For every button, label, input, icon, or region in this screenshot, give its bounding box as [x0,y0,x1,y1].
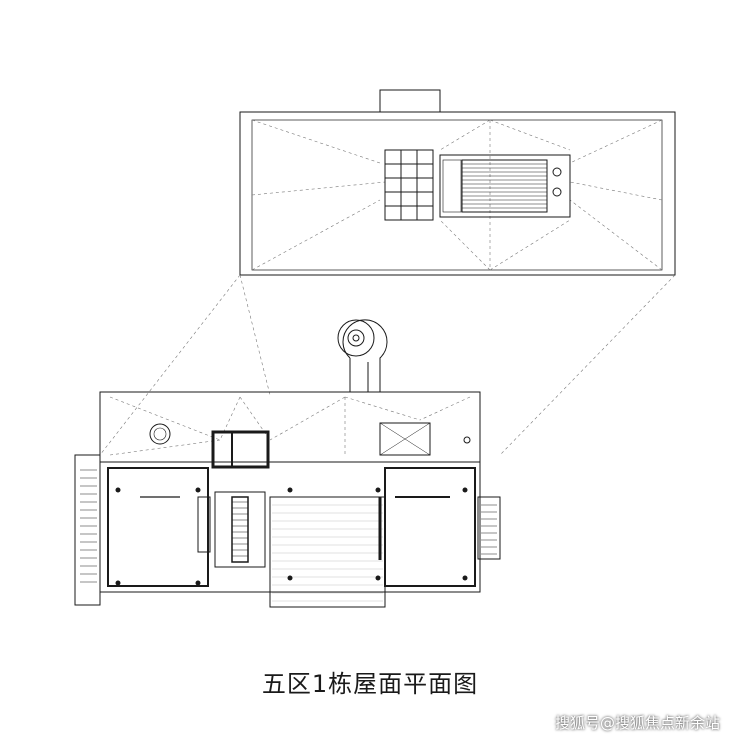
upper-roof-skylight-grid [384,149,434,221]
room-left [107,467,209,587]
right-balcony [477,496,501,560]
roof-chimney [379,89,441,113]
projection-lines [99,274,676,456]
main-staircase [197,491,266,568]
upper-roof-louvre-unit [439,154,571,218]
roof-drain-right [463,436,471,444]
lower-skylight [379,422,431,456]
lower-roof-outline [99,391,481,463]
lower-main-plan [74,391,501,608]
roof-drain-left [149,423,171,445]
upper-roof-parapet [251,119,663,271]
room-right [384,467,476,587]
source-watermark: 搜狐号@搜狐焦点新余站 [554,714,720,732]
drawing-caption: 五区1栋屋面平面图 [261,670,479,698]
upper-roof-outline [239,111,676,276]
building-outline [99,461,481,593]
upper-roof-ridges [251,119,663,271]
central-terrace [269,496,386,608]
left-balcony [74,454,101,606]
stair-core-roof [211,430,270,469]
structural-columns [115,487,468,586]
spiral-stair [337,319,388,393]
upper-roof-plan [239,89,676,276]
